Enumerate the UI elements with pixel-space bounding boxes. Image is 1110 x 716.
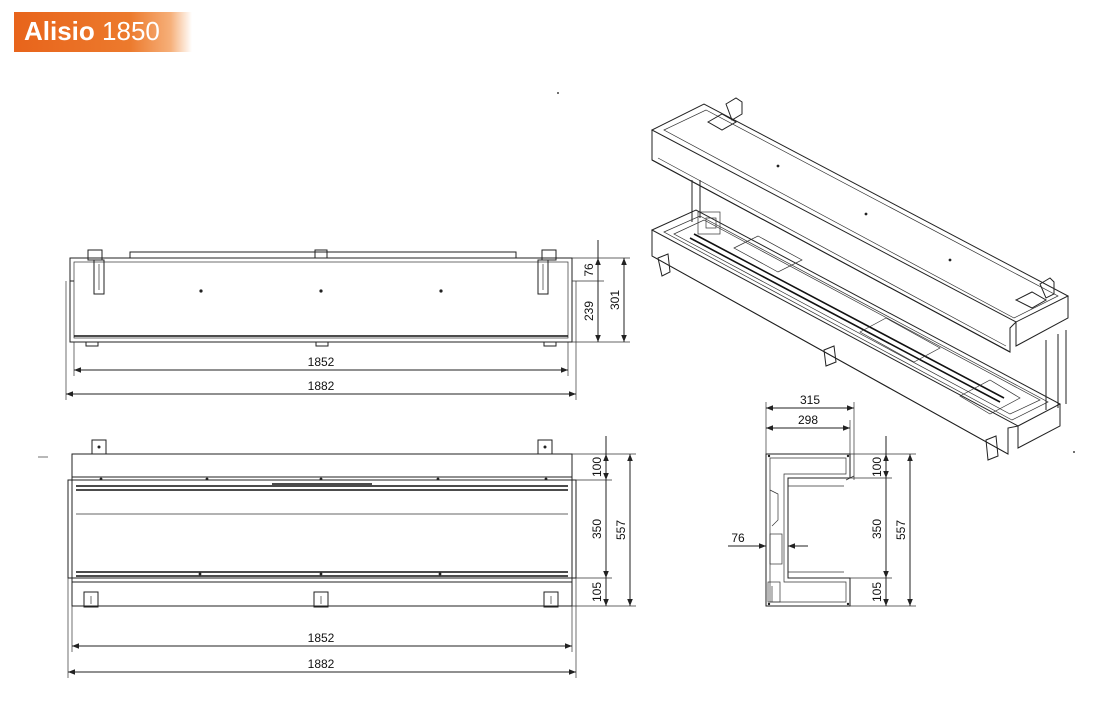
side-width-inner-label: 298: [798, 413, 818, 427]
front-height-total-label: 301: [608, 290, 622, 310]
side-depth-bottom-label: 105: [870, 582, 884, 602]
front-width-outer-label: 1882: [308, 379, 335, 393]
title-brand: Alisio: [24, 16, 95, 46]
top-view-foot-right: [543, 591, 559, 608]
isometric-firebox-top: [650, 209, 1062, 427]
side-depth-top-label: 100: [870, 457, 884, 477]
front-view-top-rail: [129, 251, 517, 259]
isometric-view: [557, 92, 1075, 461]
top-width-outer-label: 1882: [308, 657, 335, 671]
side-depth-total-label: 557: [894, 520, 908, 540]
side-width-outer-label: 315: [800, 393, 820, 407]
top-view-foot-center: [313, 591, 329, 608]
side-view-profile: [765, 453, 851, 607]
front-height-top-label: 76: [582, 263, 596, 277]
front-height-mid-label: 239: [582, 301, 596, 321]
top-depth-total-label: 557: [614, 520, 628, 540]
front-view-body: [69, 257, 573, 343]
side-view: 315 298 76 100 350 105 557: [728, 393, 916, 607]
title-badge: Alisio 1850: [14, 12, 192, 52]
top-depth-top-label: 100: [590, 457, 604, 477]
front-view: 1852 1882 76 239 301: [65, 240, 630, 400]
top-view-body: [71, 453, 573, 607]
top-depth-bottom-label: 105: [590, 582, 604, 602]
front-view-bracket-right: [537, 249, 557, 295]
title-text: Alisio 1850: [24, 16, 160, 47]
side-depth-mid-label: 350: [870, 519, 884, 539]
top-depth-mid-label: 350: [590, 519, 604, 539]
top-width-inner-label: 1852: [308, 631, 335, 645]
top-view: 1852 1882 100 350 105 557: [38, 436, 636, 678]
isometric-canopy-top: [650, 103, 1070, 323]
front-width-inner-label: 1852: [308, 355, 335, 369]
front-view-bracket-left: [87, 249, 105, 295]
side-offset-label: 76: [731, 531, 745, 545]
title-model: 1850: [102, 16, 160, 46]
top-view-foot-left: [83, 591, 99, 608]
